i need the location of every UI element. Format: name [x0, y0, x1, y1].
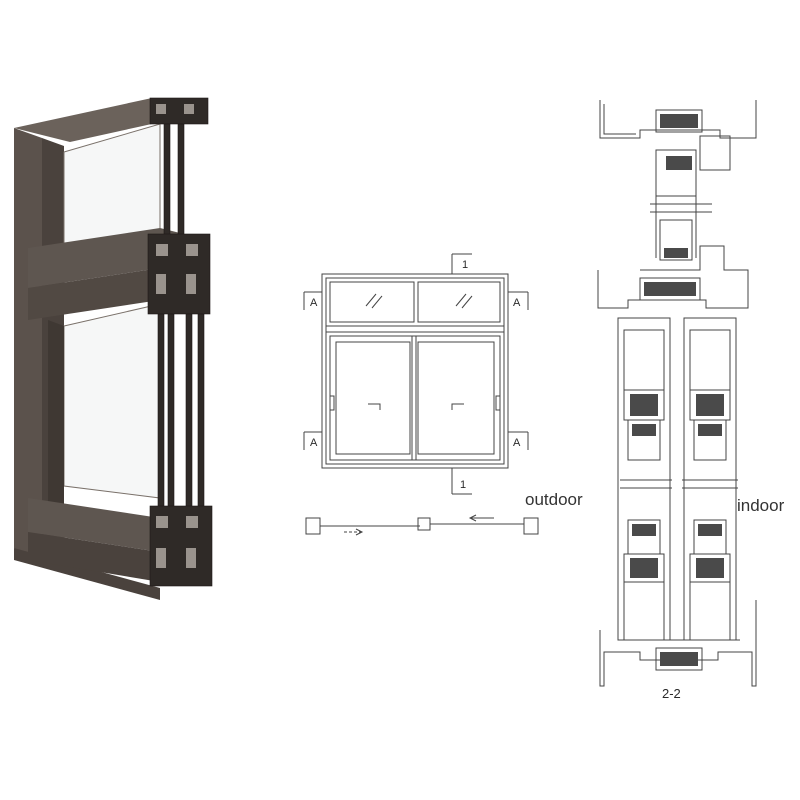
cut-profile-highlights: [156, 104, 198, 568]
indoor-label: indoor: [737, 496, 785, 515]
bottom-sill-face: [28, 532, 160, 582]
sash-left-glass: [335, 341, 411, 455]
section-gaskets: [630, 114, 724, 666]
section-mark-a-right-bottom: A: [513, 437, 521, 449]
elevation-outer-frame: [321, 273, 509, 469]
sash-stile: [48, 320, 64, 510]
transom-lower-face: [28, 268, 160, 320]
section-mark-a-right-top: A: [513, 297, 521, 309]
sash-right-glass: [417, 341, 495, 455]
transom-pane-left: [329, 281, 415, 323]
section-mark-1-top: 1: [462, 259, 469, 271]
section-mark-1-bottom: 1: [460, 479, 467, 491]
section-mark-a-left-bottom: A: [310, 437, 318, 449]
elevation-inner-frame: [325, 277, 505, 465]
sliding-plan-symbol: [305, 514, 539, 536]
frame-left-jamb: [14, 128, 42, 565]
transom-pane-right: [417, 281, 501, 323]
outdoor-label: outdoor: [525, 490, 583, 509]
section-caption: 2-2: [662, 686, 681, 701]
section-mark-a-left-top: A: [310, 297, 318, 309]
